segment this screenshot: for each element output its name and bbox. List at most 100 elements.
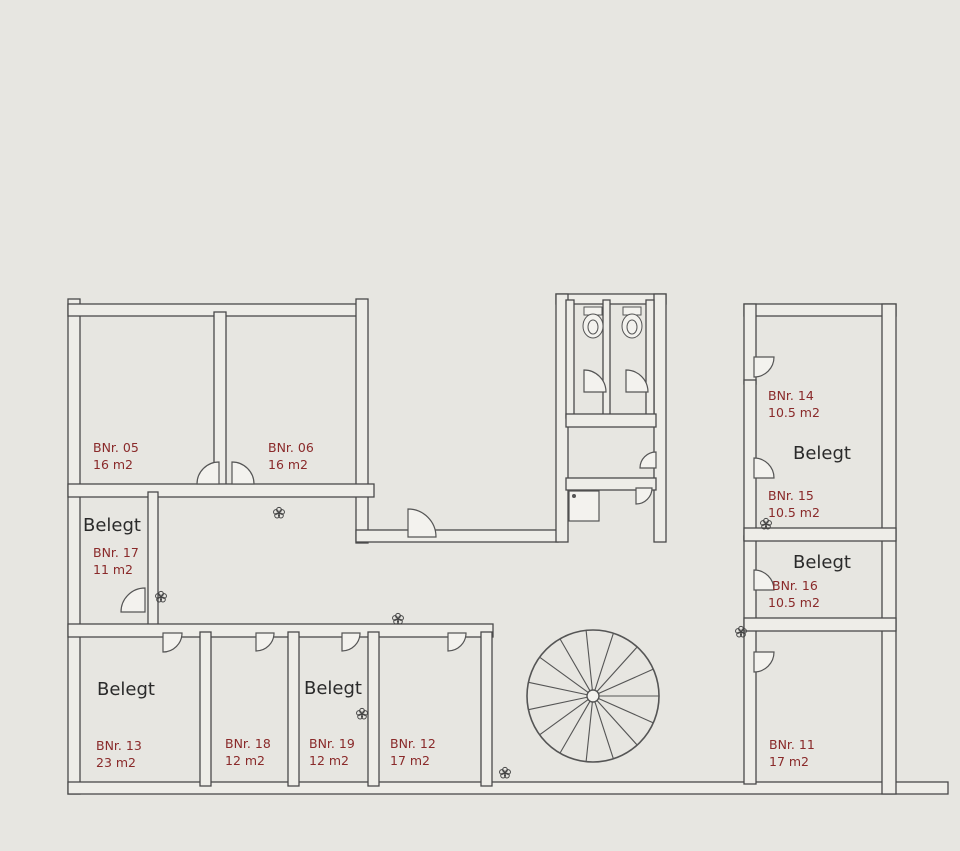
stair-step [528, 681, 588, 696]
door-swing [753, 457, 775, 479]
room-18: BNr. 18 12 m2 [225, 736, 271, 768]
room-area: 10.5 m2 [768, 405, 820, 420]
door-swing [635, 487, 653, 505]
wall [213, 311, 227, 489]
door-swing [255, 632, 275, 652]
marker-petal [396, 618, 403, 625]
room-area: 12 m2 [309, 753, 349, 768]
marker-petal [156, 596, 163, 603]
toilet-icon [587, 319, 599, 335]
marker-center [277, 511, 281, 515]
stair-step [598, 668, 654, 695]
occupied-label: Belegt [83, 515, 141, 536]
room-14: BNr. 14 10.5 m2 Belegt [768, 388, 851, 464]
room-15: BNr. 15 10.5 m2 [768, 488, 820, 520]
stair-step [559, 638, 591, 692]
door-swing [407, 508, 437, 538]
room-number: BNr. 14 [768, 388, 814, 403]
marker-petal [393, 618, 400, 625]
marker-petal [277, 512, 284, 519]
fire-extinguisher-icon [155, 590, 167, 603]
wall [480, 631, 493, 787]
wall [67, 298, 81, 795]
wall [881, 303, 897, 795]
room-number: BNr. 06 [268, 440, 314, 455]
door-swing [625, 369, 649, 393]
wall [67, 623, 494, 638]
markers [155, 506, 772, 779]
door-swing [341, 632, 361, 652]
marker-petal [739, 631, 746, 638]
room-number: BNr. 16 [772, 578, 818, 593]
wall [743, 527, 897, 542]
room-16: Belegt BNr. 16 10.5 m2 [768, 552, 851, 610]
room-11: BNr. 11 17 m2 [769, 737, 815, 769]
marker-petal [761, 523, 768, 530]
marker-center [360, 712, 364, 716]
doors [120, 356, 775, 673]
room-area: 11 m2 [93, 562, 133, 577]
marker-petal [736, 631, 743, 638]
room-06: BNr. 06 16 m2 [268, 440, 314, 472]
toilet-icon [582, 313, 604, 339]
fire-extinguisher-icon [273, 506, 285, 519]
marker-petal [159, 596, 166, 603]
wall [645, 299, 655, 419]
fire-extinguisher-icon [392, 612, 404, 625]
walls [67, 293, 949, 795]
room-labels: BNr. 05 16 m2 BNr. 06 16 m2 Belegt BNr. … [83, 388, 851, 770]
room-12: BNr. 12 17 m2 [390, 736, 436, 768]
marker-petal [500, 772, 507, 779]
room-area: 12 m2 [225, 753, 265, 768]
room-number: BNr. 19 [309, 736, 355, 751]
room-area: 16 m2 [93, 457, 133, 472]
wall [565, 413, 657, 428]
spiral-staircase-icon [526, 629, 660, 763]
marker-petal [360, 713, 367, 720]
room-19: Belegt BNr. 19 12 m2 [304, 678, 362, 768]
room-area: 10.5 m2 [768, 595, 820, 610]
wall [367, 631, 380, 787]
room-area: 17 m2 [390, 753, 430, 768]
fire-extinguisher-icon [760, 517, 772, 530]
wall [565, 477, 657, 491]
wall [67, 483, 375, 498]
room-area: 16 m2 [268, 457, 308, 472]
wall [743, 617, 897, 632]
door-swing [447, 632, 467, 652]
fire-extinguisher-icon [735, 625, 747, 638]
room-number: BNr. 12 [390, 736, 436, 751]
marker-center [739, 630, 743, 634]
fire-extinguisher-icon [356, 707, 368, 720]
door-swing [753, 569, 775, 591]
stair-step [559, 700, 591, 754]
room-05: BNr. 05 16 m2 [93, 440, 139, 472]
room-number: BNr. 05 [93, 440, 139, 455]
stair-step [539, 699, 589, 736]
marker-center [396, 617, 400, 621]
toilet-icon [626, 319, 638, 335]
room-area: 10.5 m2 [768, 505, 820, 520]
wall [602, 299, 611, 419]
marker-center [764, 522, 768, 526]
door-swing [753, 651, 775, 673]
marker-petal [764, 523, 771, 530]
room-area: 23 m2 [96, 755, 136, 770]
wall [565, 299, 575, 419]
door-swing [753, 356, 775, 378]
door-swing [639, 451, 657, 469]
room-17: Belegt BNr. 17 11 m2 [83, 515, 141, 577]
room-number: BNr. 13 [96, 738, 142, 753]
fixtures [568, 306, 643, 522]
wall [67, 303, 359, 317]
door-swing [196, 461, 220, 485]
stair-step [594, 701, 614, 759]
toilet-icon [621, 313, 643, 339]
stair-step [539, 656, 589, 693]
wall [147, 491, 159, 629]
stair-step [585, 701, 593, 762]
door-swing [231, 461, 255, 485]
marker-petal [357, 713, 364, 720]
room-number: BNr. 18 [225, 736, 271, 751]
